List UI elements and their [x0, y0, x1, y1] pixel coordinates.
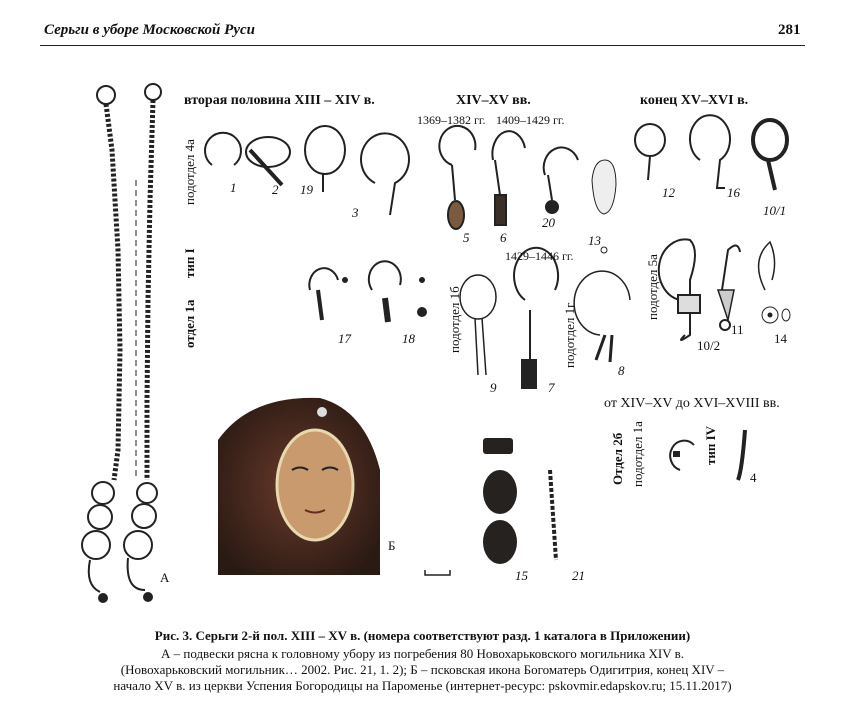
chain-21: [548, 469, 558, 561]
caption-line: начало XV в. из церкви Успения Богородиц…: [113, 678, 732, 693]
label-sub1a: подотдел 1а: [630, 421, 645, 487]
item-number: 7: [548, 380, 555, 395]
earring-1: [204, 131, 242, 166]
earring-6: [491, 130, 526, 161]
item-number: 2: [272, 182, 279, 197]
earring-5: [438, 124, 477, 166]
item-number: 3: [352, 205, 359, 220]
caption-line: А – подвески рясна к головному убору из …: [160, 646, 685, 661]
earring-19: [304, 125, 346, 175]
section-title: XIV–XV вв.: [456, 93, 531, 108]
section-title: от XIV–XV до XVI–XVIII вв.: [604, 396, 780, 411]
beads-15: [483, 438, 517, 564]
date-label: 1369–1382 гг.: [417, 113, 486, 127]
scale-bar: [424, 570, 451, 576]
label-div2b: Отдел 2б: [610, 432, 625, 485]
item-number: 6: [500, 230, 507, 245]
panel-label-b: Б: [388, 538, 396, 553]
item-number: 16: [727, 185, 740, 200]
chain-pendant-right: [123, 83, 162, 602]
item-number: 14: [774, 331, 787, 346]
item-number: 21: [572, 568, 585, 583]
earring-18: [367, 260, 402, 291]
earring-17: [308, 267, 339, 291]
item-number: 17: [338, 331, 351, 346]
date-label: 1409–1429 гг.: [496, 113, 565, 127]
label-sub5a: подотдел 5а: [645, 254, 660, 320]
item-number: 13: [588, 233, 601, 248]
item-number: 15: [515, 568, 528, 583]
label-sub4a: подотдел 4а: [182, 139, 197, 205]
earring-3: [360, 132, 410, 216]
item-number: 19: [300, 182, 313, 197]
earring-14: [757, 240, 776, 291]
item-number: 11: [731, 322, 744, 337]
earring-16: [689, 114, 731, 189]
earring-20: [542, 146, 579, 176]
running-title: Серьги в уборе Московской Руси: [44, 22, 255, 38]
item-number: 12: [662, 185, 675, 200]
panel-label-a: А: [160, 570, 170, 585]
item-number: 10/2: [697, 338, 721, 353]
item-number: 20: [542, 215, 555, 230]
caption-title: Рис. 3. Серьги 2-й пол. XIII – XV в. (но…: [154, 628, 691, 643]
page-number: 281: [778, 22, 801, 38]
bead-13: [591, 159, 617, 215]
earring-8: [573, 270, 631, 336]
earring-7: [513, 246, 560, 301]
earring-11: [721, 244, 741, 291]
earring-2b: [669, 439, 695, 471]
label-type4: тип IV: [703, 425, 718, 465]
item-number: 4: [750, 470, 757, 485]
label-div1a: отдел 1а: [182, 299, 197, 348]
section-title: конец XV–XVI в.: [640, 93, 749, 108]
section-title: вторая половина XIII – XIV в.: [184, 93, 375, 108]
date-label: 1429–1446 гг.: [505, 249, 574, 263]
item-number: 9: [490, 380, 497, 395]
caption-line: (Новохарьковский могильник… 2002. Рис. 2…: [120, 662, 725, 677]
earring-10-2: [657, 238, 696, 341]
earring-9: [459, 274, 497, 320]
item-number: 18: [402, 331, 415, 346]
earring-12: [634, 123, 666, 157]
item-number: 10/1: [763, 203, 787, 218]
item-number: 8: [618, 363, 625, 378]
icon-image-hodegetria: [218, 397, 380, 575]
item-number: 5: [463, 230, 470, 245]
chain-pendant-left: [81, 85, 123, 603]
label-sub1b: подотдел 1б: [447, 286, 462, 353]
label-sub1g: подотдел 1г: [562, 302, 577, 369]
earring-10-1: [751, 118, 789, 162]
item-number: 1: [230, 180, 237, 195]
header-rule: [40, 45, 805, 46]
pendant-4: [736, 429, 747, 481]
label-type1: тип I: [182, 248, 197, 278]
